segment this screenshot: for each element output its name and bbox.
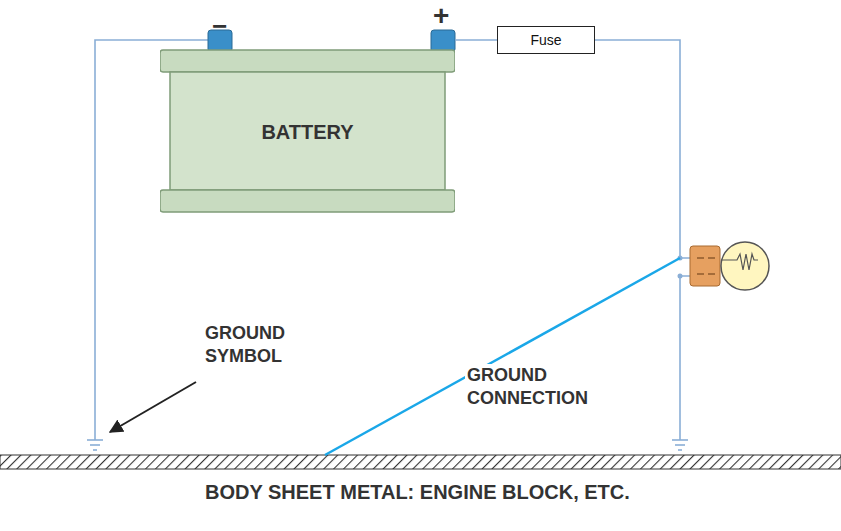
wire-junction [678,274,683,279]
leader-arrow [110,382,196,432]
light-bulb [721,242,769,290]
battery-box: BATTERY [160,30,455,215]
bulb-socket [690,246,720,286]
fuse-box: Fuse [497,26,595,54]
ground-symbol [87,440,103,450]
positive-terminal [431,30,455,52]
bulb-filament [722,254,758,270]
battery-case [170,72,445,190]
battery-bottom-rim [160,190,455,212]
ground-wire [680,276,690,440]
socket-contacts [697,258,715,274]
node-text: BATTERY [261,121,353,144]
battery-top-rim [160,50,455,72]
polarity-sign: − [212,10,227,43]
feed-wire [595,40,690,258]
ground-symbol [672,440,688,450]
callout-label: GROUND CONNECTION [465,364,590,409]
caption-label: BODY SHEET METAL: ENGINE BLOCK, ETC. [205,480,630,505]
polarity-sign: + [433,0,449,33]
body-sheet-metal [0,455,841,469]
node-text: Fuse [530,32,561,48]
callout-label: GROUND SYMBOL [205,322,285,367]
wire-connector [455,39,497,41]
annotation-line [325,258,680,455]
